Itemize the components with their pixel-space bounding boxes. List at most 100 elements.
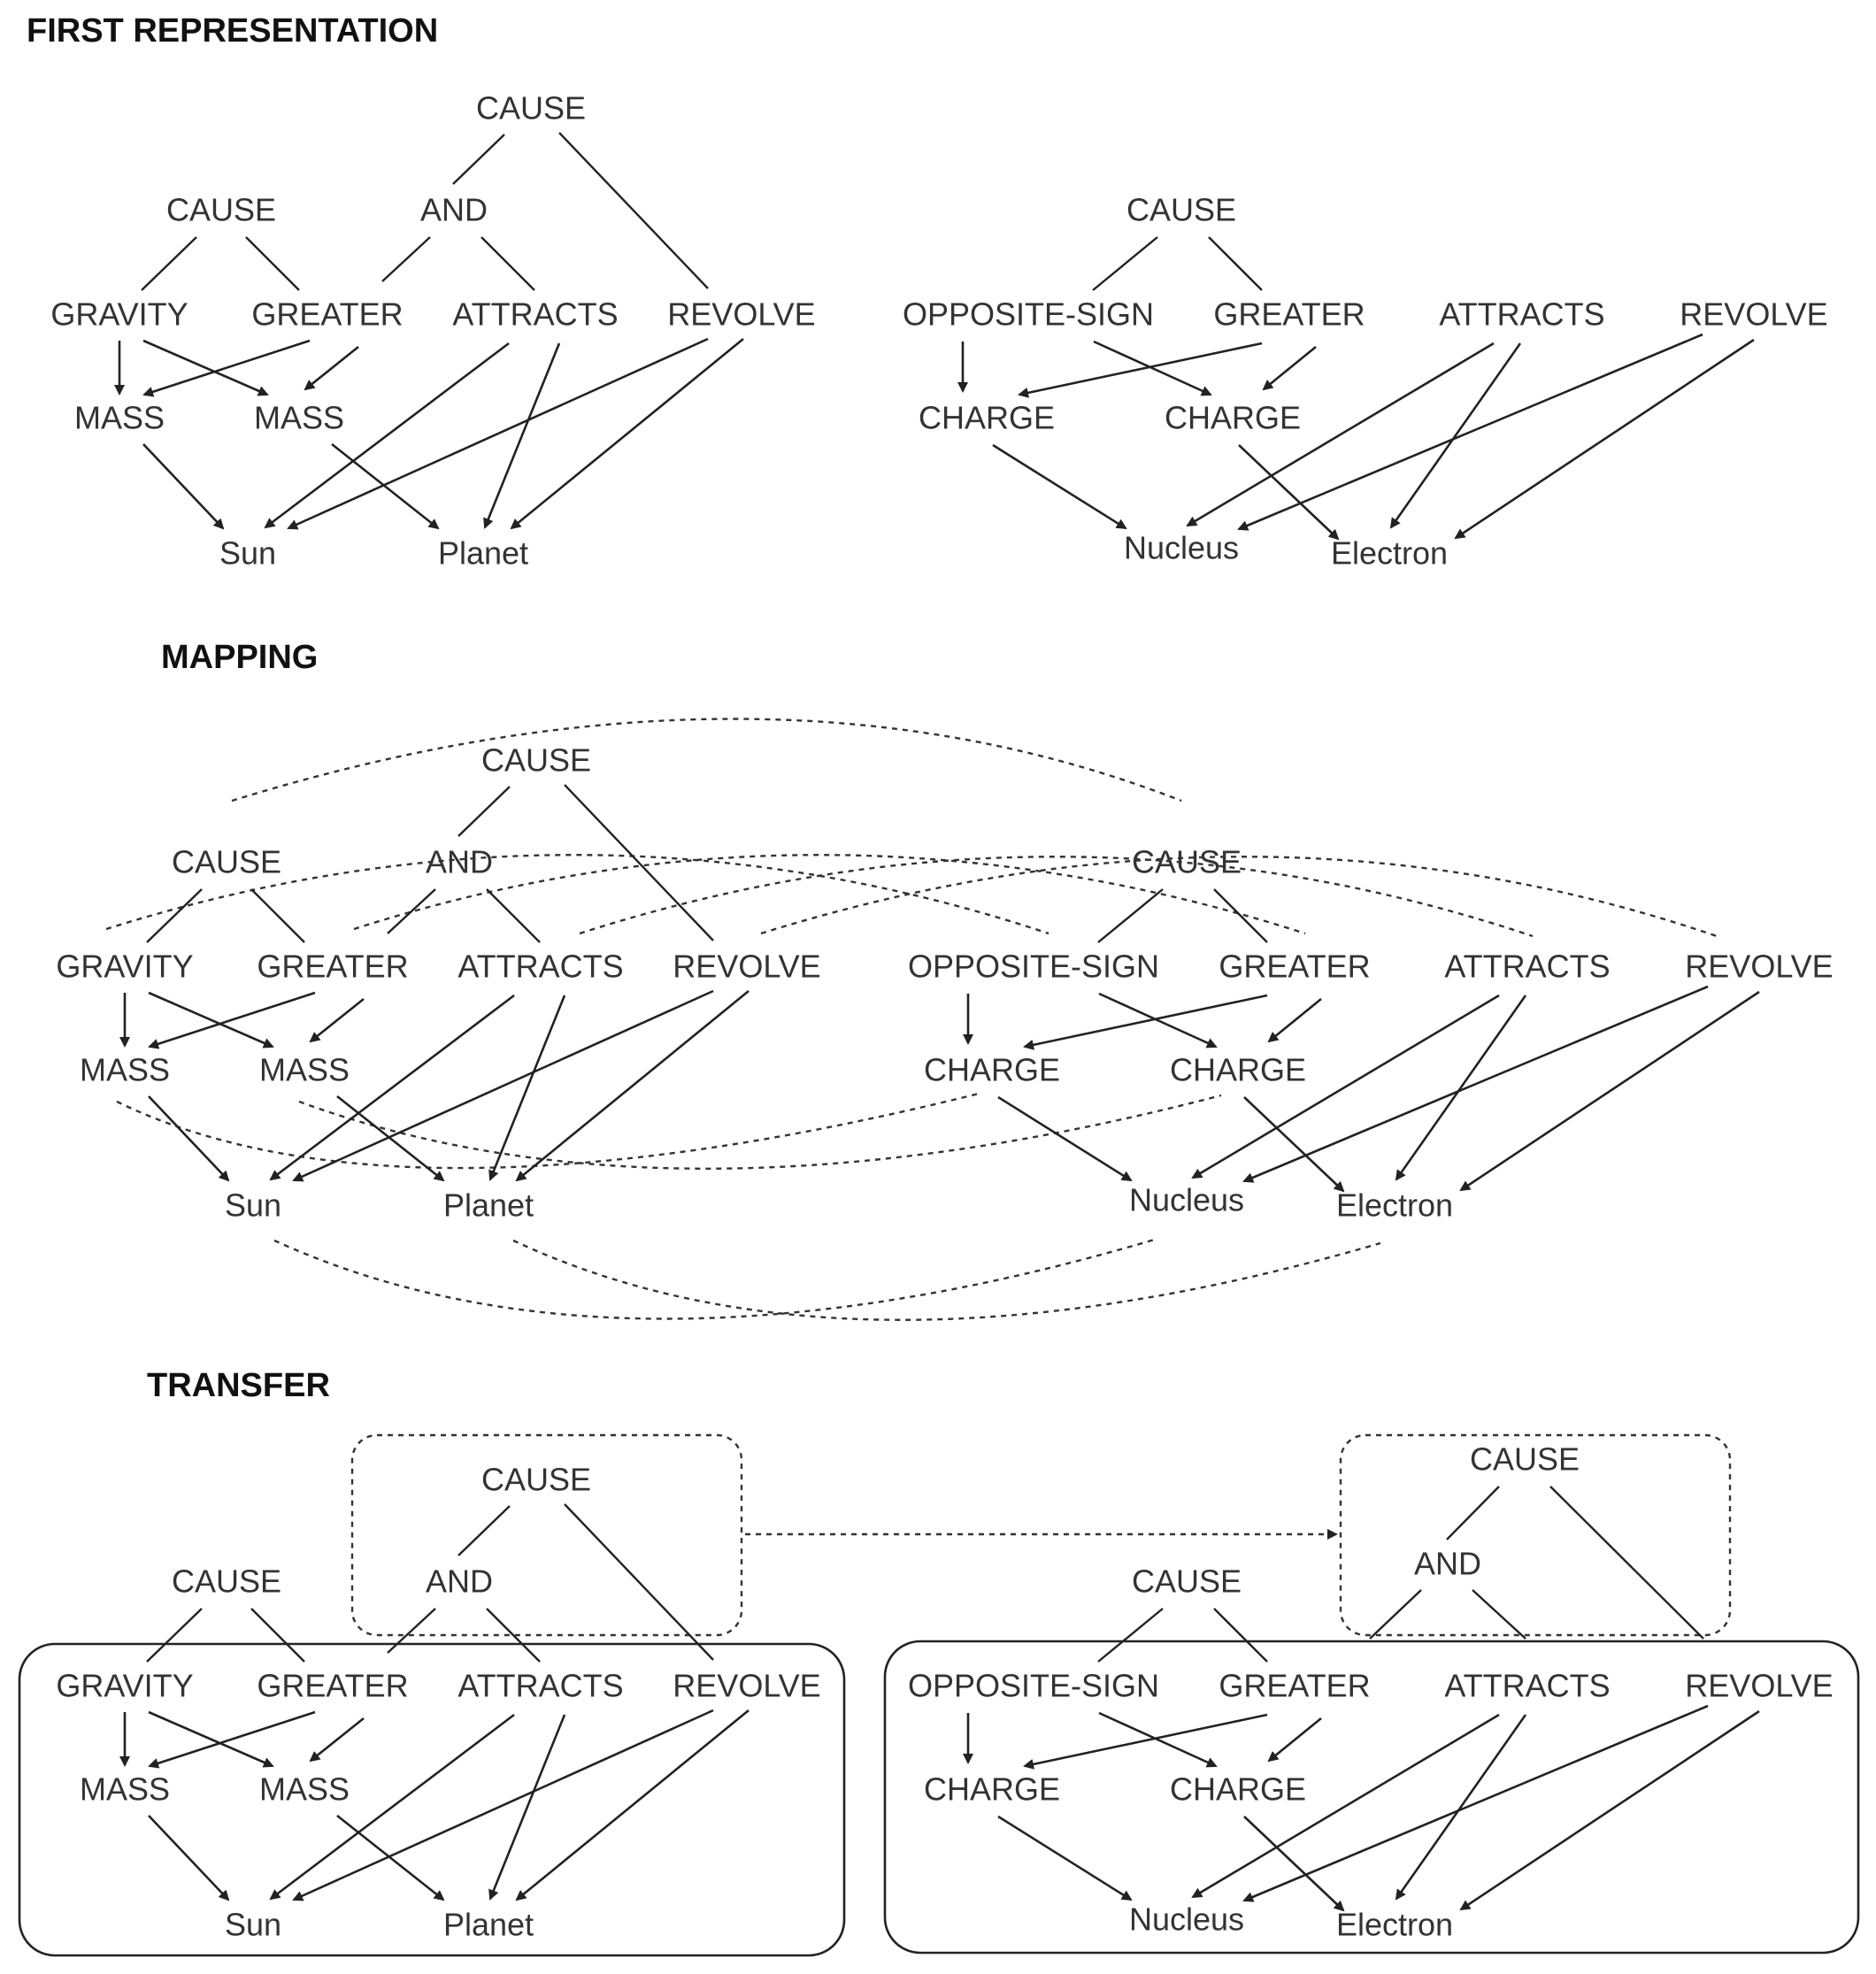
first-atom-node-charge2: CHARGE: [1165, 400, 1301, 436]
map-solar-link-1: [564, 784, 714, 941]
first-solar-arrow-5: [331, 442, 440, 530]
first-atom-link-0: [1092, 236, 1158, 291]
transfer-solar-link-5: [486, 1608, 541, 1663]
first-atom-arrow-1: [1093, 340, 1212, 396]
transfer-solar-arrow-4: [148, 1815, 230, 1901]
map-atom-node-attracts: ATTRACTS: [1444, 949, 1610, 985]
mapping-curve-8: [512, 1239, 1381, 1321]
mapping-curve-4: [760, 856, 1718, 938]
map-atom-node-opposite-sign: OPPOSITE-SIGN: [908, 949, 1159, 985]
first-solar-node-greater: GREATER: [251, 296, 403, 333]
first-solar-arrow-9: [510, 337, 744, 530]
first-solar-node-gravity: GRAVITY: [50, 296, 188, 333]
mapping-curve-1: [105, 854, 1049, 935]
transfer-solar-node-mass1: MASS: [80, 1771, 170, 1808]
mapping-correspondence-curves: [105, 718, 1718, 1321]
transfer-solar-arrow-8: [292, 1709, 714, 1901]
mapping-curve-6: [298, 1094, 1222, 1170]
first-atom-arrow-6: [1186, 342, 1495, 527]
transfer-atom-link-0: [1097, 1608, 1164, 1663]
map-atom-node-electron: Electron: [1336, 1187, 1453, 1224]
map-solar-node-planet: Planet: [443, 1187, 534, 1224]
transfer-atom-arrow-9: [1459, 1709, 1760, 1911]
first-atom-node-nucleus: Nucleus: [1124, 530, 1239, 566]
mapping-curve-7: [273, 1237, 1158, 1320]
transfer-atom-link-1: [1213, 1608, 1268, 1663]
first-atom-node-charge1: CHARGE: [919, 400, 1055, 436]
map-solar-link-5: [486, 888, 541, 943]
map-solar-arrow-8: [292, 989, 714, 1182]
transfer-solar-arrow-6: [269, 1713, 515, 1901]
first-solar-link-4: [381, 236, 431, 282]
first-atom-arrow-9: [1454, 338, 1755, 540]
first-solar-arrow-6: [264, 342, 510, 529]
mapping-curve-2: [353, 854, 1306, 935]
map-solar-arrow-5: [336, 1095, 445, 1182]
transfer-atom-arrow-3: [1267, 1717, 1322, 1763]
first-atom-node-cause: CAUSE: [1126, 192, 1236, 228]
map-solar-node-gravity: GRAVITY: [56, 949, 193, 985]
transfer-solar-arrow-7: [488, 1714, 566, 1901]
transfer-atom-box: [883, 1640, 1860, 1955]
map-solar-arrow-2: [148, 991, 316, 1049]
transfer-solar-arrow-1: [148, 1710, 274, 1768]
transfer-solar-node-mass2: MASS: [259, 1771, 350, 1808]
section-heading-first-representation: FIRST REPRESENTATION: [27, 12, 438, 50]
map-solar-link-0: [457, 786, 511, 837]
map-solar-node-attracts: ATTRACTS: [457, 949, 623, 985]
first-atom-node-revolve: REVOLVE: [1680, 296, 1827, 333]
transfer-source-dashed-box: [350, 1433, 743, 1637]
transfer-solar-node-greater: GREATER: [257, 1668, 408, 1704]
map-solar-arrow-4: [148, 1095, 230, 1182]
first-atom-arrow-5: [1238, 444, 1340, 541]
map-solar-node-sun: Sun: [225, 1187, 281, 1224]
section-heading-transfer: TRANSFER: [147, 1367, 330, 1404]
map-atom-arrow-5: [1243, 1096, 1345, 1193]
first-solar-node-sun: Sun: [219, 535, 276, 572]
map-atom-node-charge2: CHARGE: [1170, 1052, 1306, 1088]
first-atom-node-electron: Electron: [1331, 535, 1448, 572]
map-atom-arrow-4: [997, 1095, 1133, 1182]
map-atom-link-0: [1097, 888, 1164, 943]
transfer-solar-node-sun: Sun: [225, 1907, 281, 1943]
transfer-solar-link-3: [250, 1608, 305, 1663]
map-atom-node-nucleus: Nucleus: [1129, 1182, 1244, 1218]
first-solar-arrow-1: [142, 339, 269, 396]
section-heading-mapping: MAPPING: [161, 639, 318, 676]
transfer-atom-arrow-1: [1098, 1711, 1218, 1768]
transfer-atom-transferred-link-3: [1472, 1589, 1526, 1640]
transfer-atom-node-electron: Electron: [1336, 1907, 1453, 1943]
map-atom-arrow-6: [1191, 994, 1500, 1179]
map-solar-arrow-1: [148, 991, 274, 1048]
transfer-atom-node-charge1: CHARGE: [924, 1771, 1060, 1808]
transfer-solar-node-revolve: REVOLVE: [673, 1668, 820, 1704]
transfer-solar-node-planet: Planet: [443, 1907, 534, 1943]
transfer-atom-arrow-4: [997, 1815, 1133, 1901]
transfer-solar-link-0: [457, 1505, 511, 1556]
transfer-solar-box: [18, 1642, 846, 1957]
transfer-atom-arrow-7: [1395, 1714, 1527, 1901]
map-solar-node-greater: GREATER: [257, 949, 408, 985]
map-atom-node-cause: CAUSE: [1132, 844, 1242, 880]
map-atom-node-revolve: REVOLVE: [1685, 949, 1833, 985]
transfer-solar-arrow-9: [515, 1709, 750, 1901]
transfer-atom-node-greater: GREATER: [1219, 1668, 1370, 1704]
map-atom-arrow-2: [1023, 994, 1268, 1050]
transfer-atom-arrow-2: [1023, 1713, 1268, 1770]
transfer-atom-node-top-cause: CAUSE: [1470, 1441, 1580, 1478]
transfer-atom-transferred-link-1: [1549, 1486, 1704, 1640]
first-atom-arrow-7: [1389, 342, 1522, 529]
transfer-solar-node-attracts: ATTRACTS: [457, 1668, 623, 1704]
first-solar-node-and: AND: [420, 192, 488, 228]
transfer-solar-node-cause: CAUSE: [172, 1563, 281, 1600]
first-atom-arrow-4: [992, 443, 1127, 530]
transfer-solar-node-top-cause: CAUSE: [481, 1462, 591, 1498]
transfer-solar-arrow-3: [309, 1717, 365, 1763]
transfer-atom-transferred-link-2: [1369, 1589, 1422, 1640]
map-atom-arrow-7: [1395, 995, 1527, 1181]
